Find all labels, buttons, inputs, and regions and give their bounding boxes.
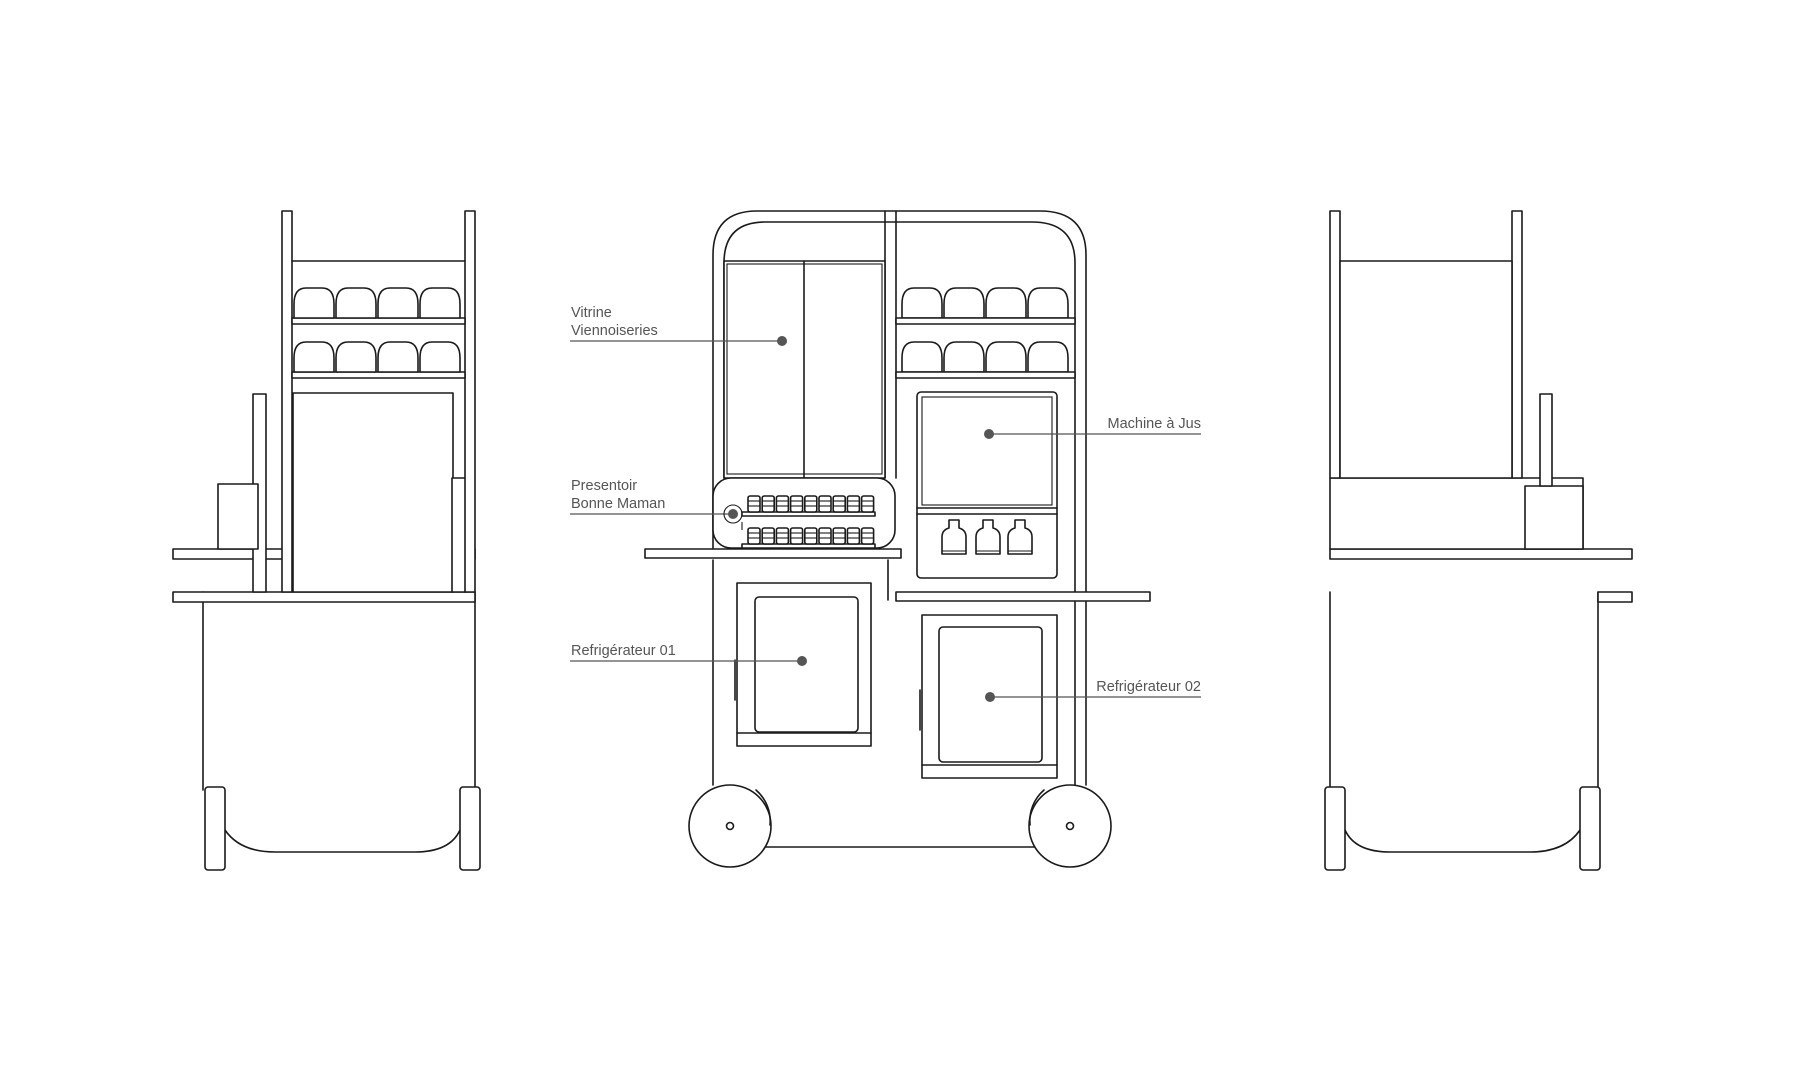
pastry-shelf (895, 317, 1076, 325)
side-view-left (172, 210, 481, 871)
pastry (335, 287, 377, 319)
callout-leaders (570, 336, 1201, 702)
pastry (943, 341, 985, 373)
repeated-details (293, 287, 1076, 831)
callout-refrigerateur-01: Refrigérateur 01 (571, 642, 676, 660)
jar (818, 495, 832, 513)
jar (775, 495, 790, 513)
callout-vitrine-line1: Vitrine (571, 305, 612, 321)
callout-refrigerateur-02: Refrigérateur 02 (1060, 678, 1201, 696)
side-view-right (1324, 210, 1633, 871)
callout-machine-a-jus: Machine à Jus (1080, 415, 1202, 433)
pastry (377, 341, 419, 373)
jar (747, 495, 761, 513)
presentoir-knob (723, 504, 743, 524)
callout-vitrine-viennoiseries: Vitrine Viennoiseries (571, 304, 658, 340)
jar (818, 527, 832, 545)
callout-presentoir-bonne-maman: Presentoir Bonne Maman (571, 477, 665, 513)
wheel-hub (725, 821, 735, 831)
front-view (644, 210, 1151, 868)
pastry (335, 341, 377, 373)
pastry (901, 287, 943, 319)
pastry (943, 287, 985, 319)
pastry (1027, 287, 1069, 319)
pastry (901, 341, 943, 373)
juice-bottle (1007, 519, 1033, 555)
callout-fridge2-line1: Refrigérateur 02 (1096, 679, 1201, 695)
pastry (985, 341, 1027, 373)
pastry (377, 287, 419, 319)
pastry (419, 287, 461, 319)
jar (832, 527, 847, 545)
callout-machine-line1: Machine à Jus (1107, 416, 1202, 432)
jar (846, 495, 861, 513)
juice-bottle (941, 519, 967, 555)
jar (803, 495, 818, 513)
callout-fridge1-line1: Refrigérateur 01 (571, 643, 676, 659)
pastry (293, 287, 335, 319)
jar (761, 527, 776, 545)
jar (775, 527, 790, 545)
pastry (985, 287, 1027, 319)
jar (747, 527, 761, 545)
pastry (419, 341, 461, 373)
callout-vitrine-line2: Viennoiseries (571, 323, 658, 339)
juice-bottle (975, 519, 1001, 555)
jar (846, 527, 861, 545)
jar (761, 495, 776, 513)
jar (789, 495, 804, 513)
wheel-hub (1065, 821, 1075, 831)
pastry (1027, 341, 1069, 373)
pastry (293, 341, 335, 373)
jar (860, 527, 875, 545)
callout-presentoir-line1: Presentoir (571, 478, 638, 494)
callout-presentoir-line2: Bonne Maman (571, 496, 666, 512)
pastry-shelf (895, 371, 1076, 379)
jar (860, 495, 875, 513)
jar (803, 527, 818, 545)
jar (789, 527, 804, 545)
jar (832, 495, 847, 513)
